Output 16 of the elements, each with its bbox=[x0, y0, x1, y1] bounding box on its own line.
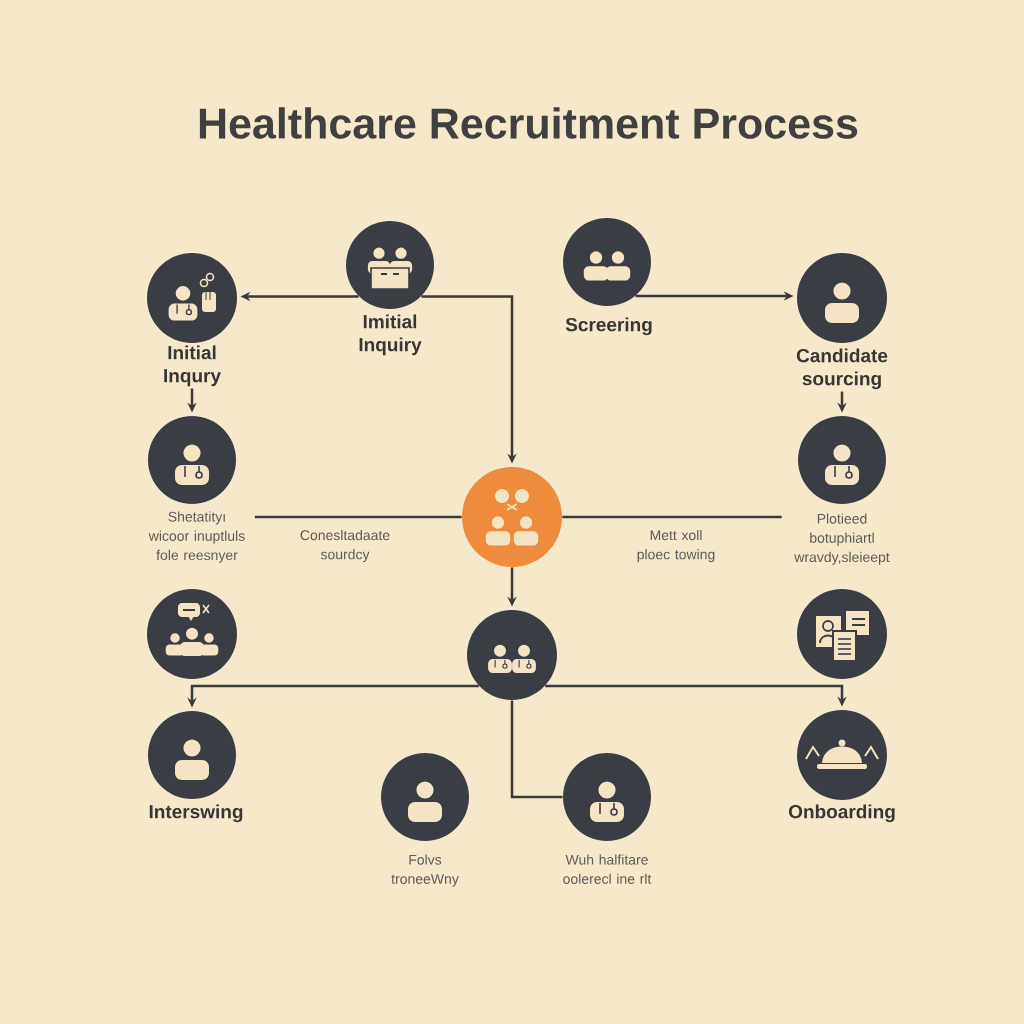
step-label: Plotieed botuphiartl wravdy,sleieept bbox=[794, 513, 890, 565]
step-label: Imitial Inquiry bbox=[359, 314, 422, 356]
step-label: Wuh halfitare oolerecl ine rlt bbox=[563, 854, 652, 884]
connector-line bbox=[562, 515, 782, 519]
connector-line bbox=[254, 515, 462, 519]
step-label: Onboarding bbox=[788, 804, 895, 823]
step-label: Initial Inqury bbox=[164, 345, 221, 387]
step-label: Screering bbox=[565, 317, 652, 336]
edge-label: Mett xoll ploec towing bbox=[631, 526, 721, 566]
step-label: Folvs troneeWny bbox=[391, 854, 459, 887]
connector-line bbox=[510, 700, 563, 799]
step-label: Candidate sourcing bbox=[796, 348, 888, 390]
step-label: Shetatityı wicoor inuptluls fole reesnyer bbox=[148, 511, 245, 563]
title: Healthcare Recruitment Process bbox=[199, 107, 858, 139]
step-label: Interswing bbox=[149, 804, 243, 823]
edge-label: Conesltadaate sourdcy bbox=[290, 526, 400, 566]
